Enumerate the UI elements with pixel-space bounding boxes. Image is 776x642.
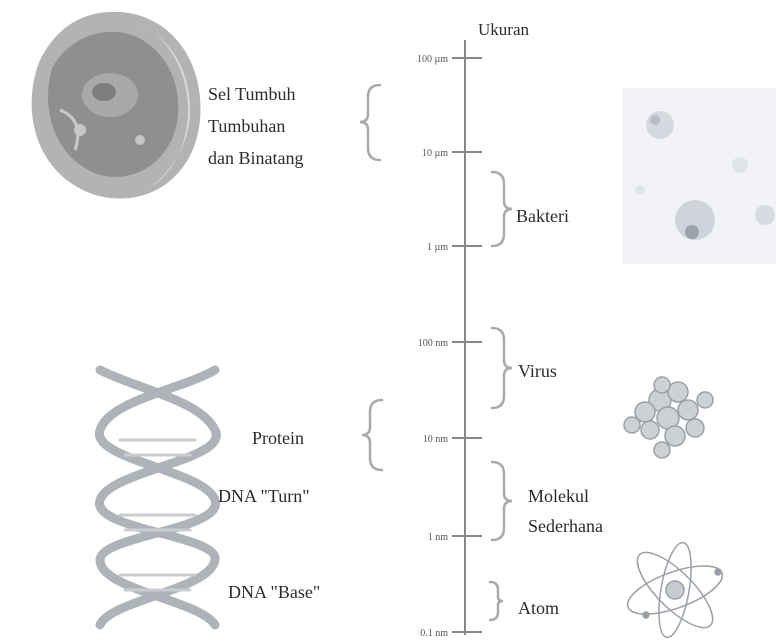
label-bacteria: Bakteri — [516, 206, 569, 226]
tick-label-100um: 100 µm — [417, 54, 448, 65]
label-protein: Protein — [252, 428, 304, 448]
brace-molecules — [492, 462, 512, 540]
brace-protein — [362, 400, 382, 470]
brace-atom — [490, 582, 503, 620]
tick-label-10um: 10 µm — [422, 148, 448, 159]
label-cells-line2: Tumbuhan — [208, 116, 285, 136]
bacteria-illustration — [622, 88, 776, 264]
label-dna-base: DNA "Base" — [228, 582, 320, 602]
tick-label-0-1nm: 0.1 nm — [420, 628, 448, 639]
size-axis: Ukuran 100 µm 10 µm 1 µm 100 nm 10 nm 1 … — [417, 20, 530, 639]
label-atom: Atom — [518, 598, 559, 618]
molecule-cluster-illustration — [624, 377, 713, 458]
dna-illustration — [99, 370, 216, 625]
label-molecules-line2: Sederhana — [528, 516, 603, 536]
brace-virus — [492, 328, 512, 408]
tick-label-10nm: 10 nm — [423, 434, 449, 445]
label-molecules-line1: Molekul — [528, 486, 589, 506]
tick-label-1nm: 1 nm — [428, 532, 449, 543]
label-cells-line1: Sel Tumbuh — [208, 84, 296, 104]
tick-label-1um: 1 µm — [427, 242, 448, 253]
atom-illustration — [622, 540, 728, 639]
label-virus: Virus — [518, 361, 557, 381]
axis-title: Ukuran — [478, 20, 529, 39]
tick-label-100nm: 100 nm — [418, 338, 449, 349]
category-labels: Sel Tumbuh Tumbuhan dan Binatang Bakteri… — [208, 84, 603, 618]
brace-cells — [360, 85, 380, 160]
cell-illustration — [32, 12, 201, 199]
label-dna-turn: DNA "Turn" — [218, 486, 310, 506]
brace-bacteria — [492, 172, 512, 246]
label-cells-line3: dan Binatang — [208, 148, 303, 168]
